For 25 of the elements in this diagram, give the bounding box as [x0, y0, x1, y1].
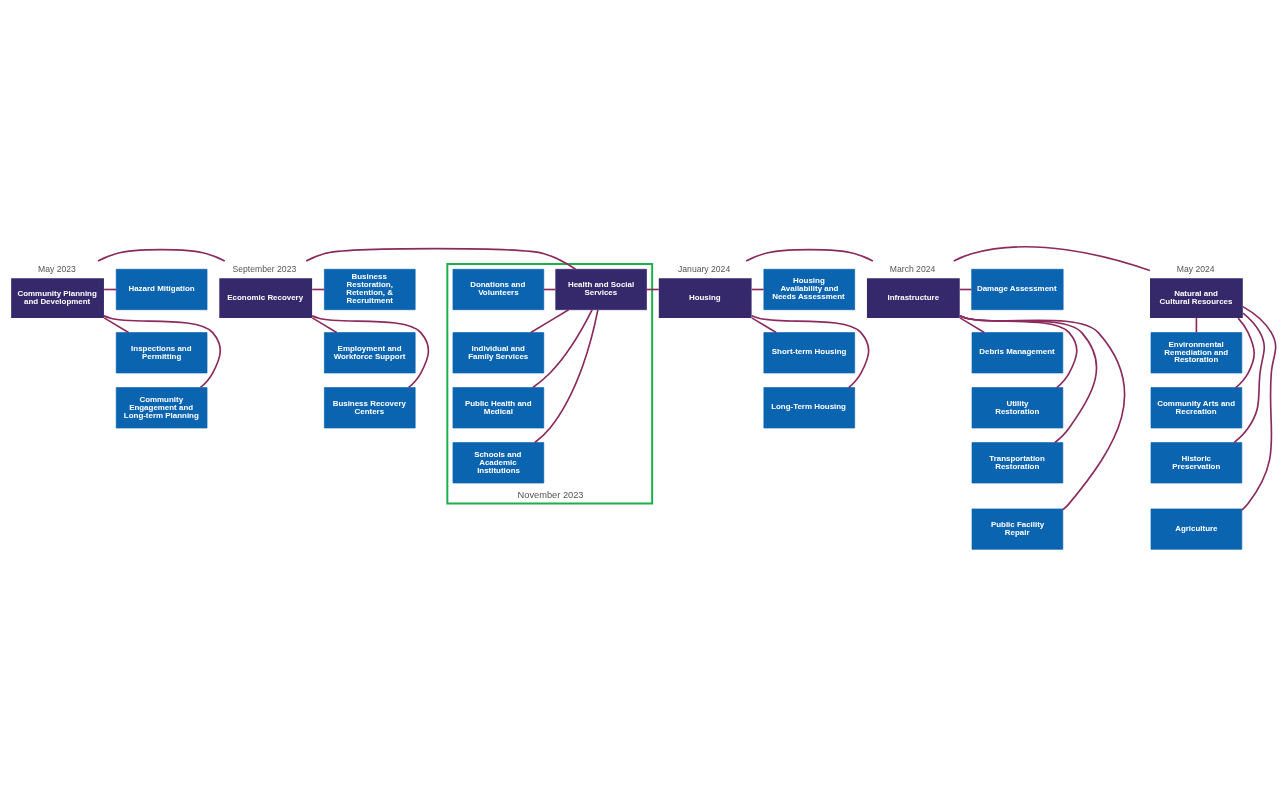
- connector: [958, 314, 1078, 388]
- connector: [959, 316, 986, 333]
- connector: [958, 314, 1098, 443]
- node-label: September 2023: [232, 263, 297, 274]
- node-label: May 2023: [37, 263, 76, 274]
- connector: [750, 316, 777, 333]
- connector: [750, 314, 870, 388]
- connector: [1241, 305, 1277, 511]
- node-label: May 2024: [1176, 263, 1215, 274]
- connector: [958, 314, 1126, 511]
- connector: [530, 308, 570, 333]
- connector: [103, 316, 130, 333]
- connector: [103, 314, 222, 388]
- connector: [745, 248, 874, 262]
- connector: [1233, 311, 1266, 443]
- node-label: March 2024: [889, 263, 936, 274]
- node-label: January 2024: [678, 263, 731, 274]
- connector: [952, 245, 1151, 271]
- connector: [311, 314, 430, 388]
- connector: [532, 308, 593, 388]
- connector: [305, 247, 577, 270]
- connector: [311, 316, 338, 333]
- connector: [1234, 316, 1255, 388]
- connector: [97, 248, 226, 262]
- connector: [533, 308, 599, 443]
